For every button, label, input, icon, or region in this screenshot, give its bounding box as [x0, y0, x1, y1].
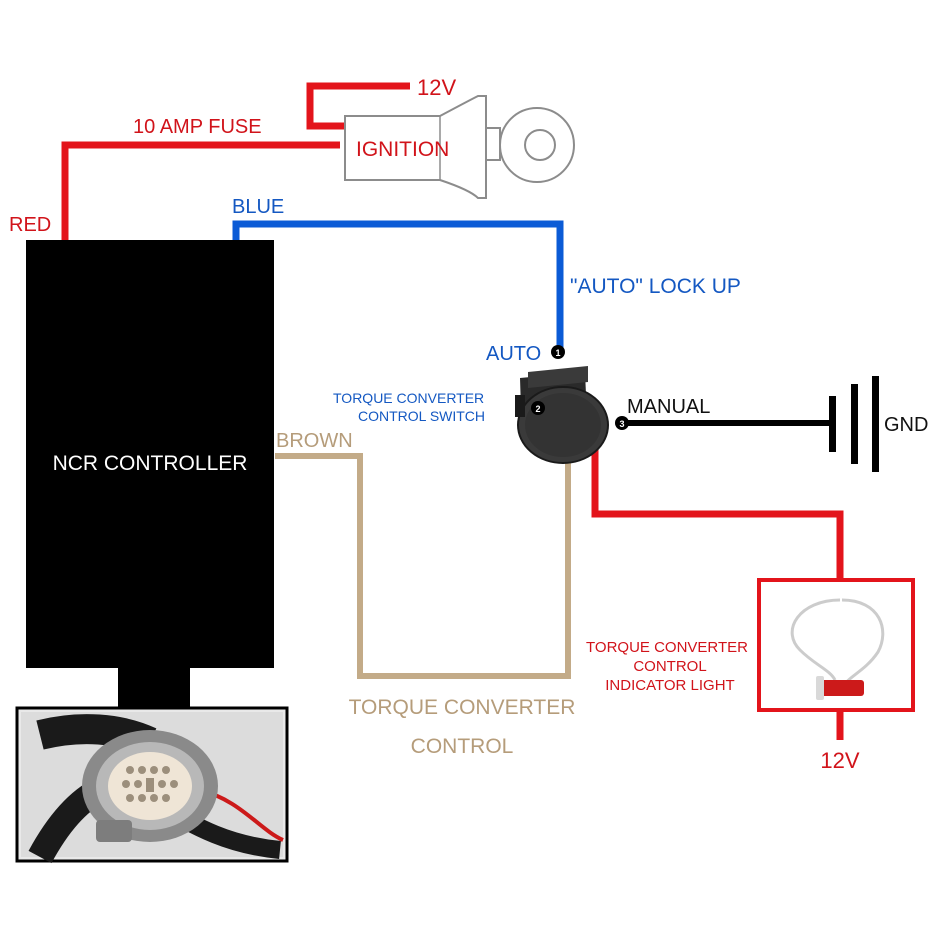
rocker-switch-icon: [515, 366, 609, 464]
svg-text:1: 1: [555, 348, 560, 358]
ncr-controller-box: [26, 240, 274, 668]
indicator-light-icon: [790, 598, 885, 700]
label-gnd: GND: [884, 414, 928, 436]
label-light-line2: CONTROL: [633, 658, 706, 675]
svg-text:2: 2: [535, 404, 540, 414]
label-tcc-line2: CONTROL: [411, 735, 514, 758]
controller-cable-neck: [118, 668, 190, 710]
label-12v-bottom: 12V: [820, 748, 859, 773]
label-tcc-line1: TORQUE CONVERTER: [349, 696, 576, 719]
label-ncr-controller: NCR CONTROLLER: [53, 452, 248, 475]
label-switch-line1: TORQUE CONVERTER: [333, 390, 484, 406]
red-wire-12v-top: [306, 82, 410, 130]
label-manual: MANUAL: [627, 396, 710, 418]
label-switch-line2: CONTROL SWITCH: [358, 408, 485, 424]
svg-text:3: 3: [619, 419, 624, 429]
label-blue: BLUE: [232, 196, 284, 218]
label-light-line1: TORQUE CONVERTER: [586, 639, 748, 656]
label-light-line3: INDICATOR LIGHT: [605, 677, 734, 694]
label-red: RED: [9, 214, 51, 236]
label-brown: BROWN: [276, 430, 353, 452]
brown-wire-controller-to-tcc: [275, 453, 571, 679]
red-wire-switch-to-light: [591, 448, 844, 580]
pin-1-marker: 1: [551, 345, 565, 359]
wiring-harness-connector-photo: [15, 706, 289, 864]
red-wire-controller-to-ignition: [61, 141, 340, 240]
label-fuse: 10 AMP FUSE: [133, 116, 262, 138]
ground-symbol-icon: [829, 376, 879, 472]
blue-wire-controller-to-auto: [232, 220, 564, 350]
pin-2-marker: 2: [531, 401, 545, 415]
label-auto: AUTO: [486, 343, 541, 365]
label-ignition: IGNITION: [356, 138, 449, 161]
ignition-key-switch-icon: [344, 95, 575, 199]
pin-3-marker: 3: [615, 416, 629, 430]
label-auto-lockup: "AUTO" LOCK UP: [570, 275, 741, 298]
label-12v-top: 12V: [417, 75, 456, 100]
